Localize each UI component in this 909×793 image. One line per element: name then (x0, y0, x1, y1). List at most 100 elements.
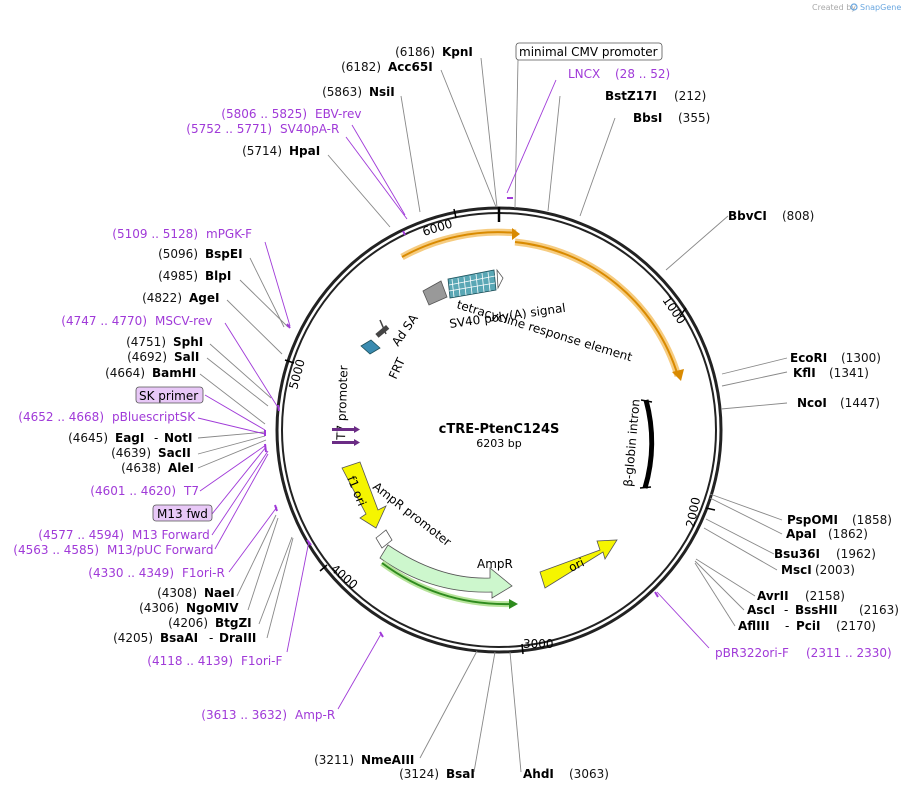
site-name-bbsi: BbsI (633, 111, 662, 125)
primer-name-mscvrev: MSCV-rev (155, 314, 212, 328)
tick-marks (284, 208, 716, 655)
site-name-ecori: EcoRI (790, 351, 827, 365)
primer-name-pbluescript: pBluescriptSK (112, 410, 196, 424)
primer-leader-lines (197, 79, 710, 710)
feature-label-bglobin: β-globin intron (621, 398, 643, 487)
feature-box-cmv: minimal CMV promoter (515, 42, 663, 61)
primer-range-f1orir: (4330 .. 4349) (88, 566, 174, 580)
site-pos-alei: (4638) (121, 461, 161, 475)
feature-bglobin-cap-top (640, 399, 653, 403)
primer-range-ebv: (5806 .. 5825) (221, 107, 307, 121)
primer-name-sv40par: SV40pA-R (280, 122, 339, 136)
site-name-draiii: DraIII (219, 631, 256, 645)
primer-range-f1orif: (4118 .. 4139) (147, 654, 233, 668)
site-name-blpi: BlpI (205, 269, 231, 283)
site-pos-sphi: (4751) (126, 335, 166, 349)
site-name-eagi: EagI (115, 431, 144, 445)
primer-range-mpgkf: (5109 .. 5128) (112, 227, 198, 241)
feature-label-cmv: minimal CMV promoter (519, 45, 658, 59)
feature-ampr-promoter-box (375, 529, 393, 549)
primer-name-sk: SK primer (139, 389, 198, 403)
site-name-hpai: HpaI (289, 144, 320, 158)
site-name-apai: ApaI (786, 527, 816, 541)
site-pos-bsai: (3124) (399, 767, 439, 781)
site-name-sacii: SacII (158, 446, 191, 460)
site-name-noti: NotI (164, 431, 193, 445)
site-name-sphi: SphI (173, 335, 203, 349)
feature-arc-cmv-arrow (512, 228, 520, 240)
tick-3000 (521, 643, 524, 655)
feature-bglobin-cap-bottom (639, 486, 652, 489)
tick-label-2000: 2000 (683, 496, 703, 529)
site-pos-bsaai: (4205) (113, 631, 153, 645)
site-pos-kpni: (6186) (395, 45, 435, 59)
site-name-msci: MscI (781, 563, 812, 577)
site-name-bsaai: BsaAI (160, 631, 198, 645)
site-name-agei: AgeI (189, 291, 219, 305)
site-pos-msci: (2003) (815, 563, 855, 577)
feature-arc-orange-right-arrow (672, 369, 684, 381)
plasmid-name: cTRE-PtenC124S (439, 422, 560, 437)
site-pos-bbsi: (355) (678, 111, 710, 125)
site-pos-bstz17i: (212) (674, 89, 706, 103)
primer-range-lncx: (28 .. 52) (615, 67, 670, 81)
site-name-bspei: BspEI (205, 247, 243, 261)
site-pos-avrii: (2158) (805, 589, 845, 603)
tick-5000 (284, 359, 295, 364)
site-sep-asci: - (784, 603, 788, 617)
site-name-acc65i: Acc65I (388, 60, 433, 74)
primer-range-ampr: (3613 .. 3632) (201, 708, 287, 722)
site-pos-bamhi: (4664) (105, 366, 145, 380)
site-pos-agei: (4822) (142, 291, 182, 305)
feature-arc-green-line (381, 562, 513, 606)
site-pos-naei: (4308) (157, 586, 197, 600)
site-pos-nsii: (5863) (322, 85, 362, 99)
site-pos-bsu36i: (1962) (836, 547, 876, 561)
primer-name-t7: T7 (183, 484, 199, 498)
site-pos-asci: (2163) (859, 603, 899, 617)
site-pos-ncoi: (1447) (840, 396, 880, 410)
feature-t7-marks (332, 426, 360, 446)
site-sep-eagi: - (154, 431, 158, 445)
primer-name-f1orir: F1ori-R (182, 566, 225, 580)
credit-text: Created by (812, 3, 856, 12)
site-name-pspomi: PspOMI (787, 513, 838, 527)
feature-arc-green-arrow (509, 599, 518, 609)
site-pos-ecori: (1300) (841, 351, 881, 365)
site-name-bamhi: BamHI (152, 366, 196, 380)
primer-name-f1orif: F1ori-F (241, 654, 282, 668)
site-name-kfli: KflI (793, 366, 816, 380)
feature-frt (360, 339, 381, 355)
site-name-avrii: AvrII (757, 589, 789, 603)
site-name-naei: NaeI (204, 586, 235, 600)
primer-labels: LNCX (28 .. 52) (5806 .. 5825) EBV-rev (… (13, 67, 891, 722)
primer-name-lncx: LNCX (568, 67, 600, 81)
site-pos-hpai: (5714) (242, 144, 282, 158)
feature-tre (447, 268, 504, 299)
feature-f1-ori (341, 461, 387, 529)
site-name-ncoi: NcoI (797, 396, 827, 410)
feature-arc-orange-right-line (514, 241, 679, 377)
tick-4000 (319, 564, 328, 572)
tick-1000 (679, 307, 687, 317)
tick-2000 (705, 507, 716, 511)
feature-label-t7: T7 promoter (334, 365, 351, 441)
primer-range-m13puc: (4563 .. 4585) (13, 543, 99, 557)
site-name-bsshii: BssHII (795, 603, 837, 617)
primer-range-mscvrev: (4747 .. 4770) (61, 314, 147, 328)
site-sep-afliii: - (785, 619, 789, 633)
site-pos-ahdi: (3063) (569, 767, 609, 781)
site-labels-right: AhdI (3063) BstZ17I (212) BbsI (355) Bbv… (523, 89, 899, 781)
site-pos-eagi: (4645) (68, 431, 108, 445)
site-pos-ngomiv: (4306) (139, 601, 179, 615)
site-pos-sacii: (4639) (111, 446, 151, 460)
site-name-bstz17i: BstZ17I (605, 89, 657, 103)
primer-ticks (264, 197, 659, 638)
site-pos-blpi: (4985) (158, 269, 198, 283)
feature-ampr (379, 544, 513, 599)
site-pos-apai: (1862) (828, 527, 868, 541)
site-pos-kfli: (1341) (829, 366, 869, 380)
primer-range-pbr322: (2311 .. 2330) (806, 646, 892, 660)
site-name-sali: SalI (174, 350, 199, 364)
